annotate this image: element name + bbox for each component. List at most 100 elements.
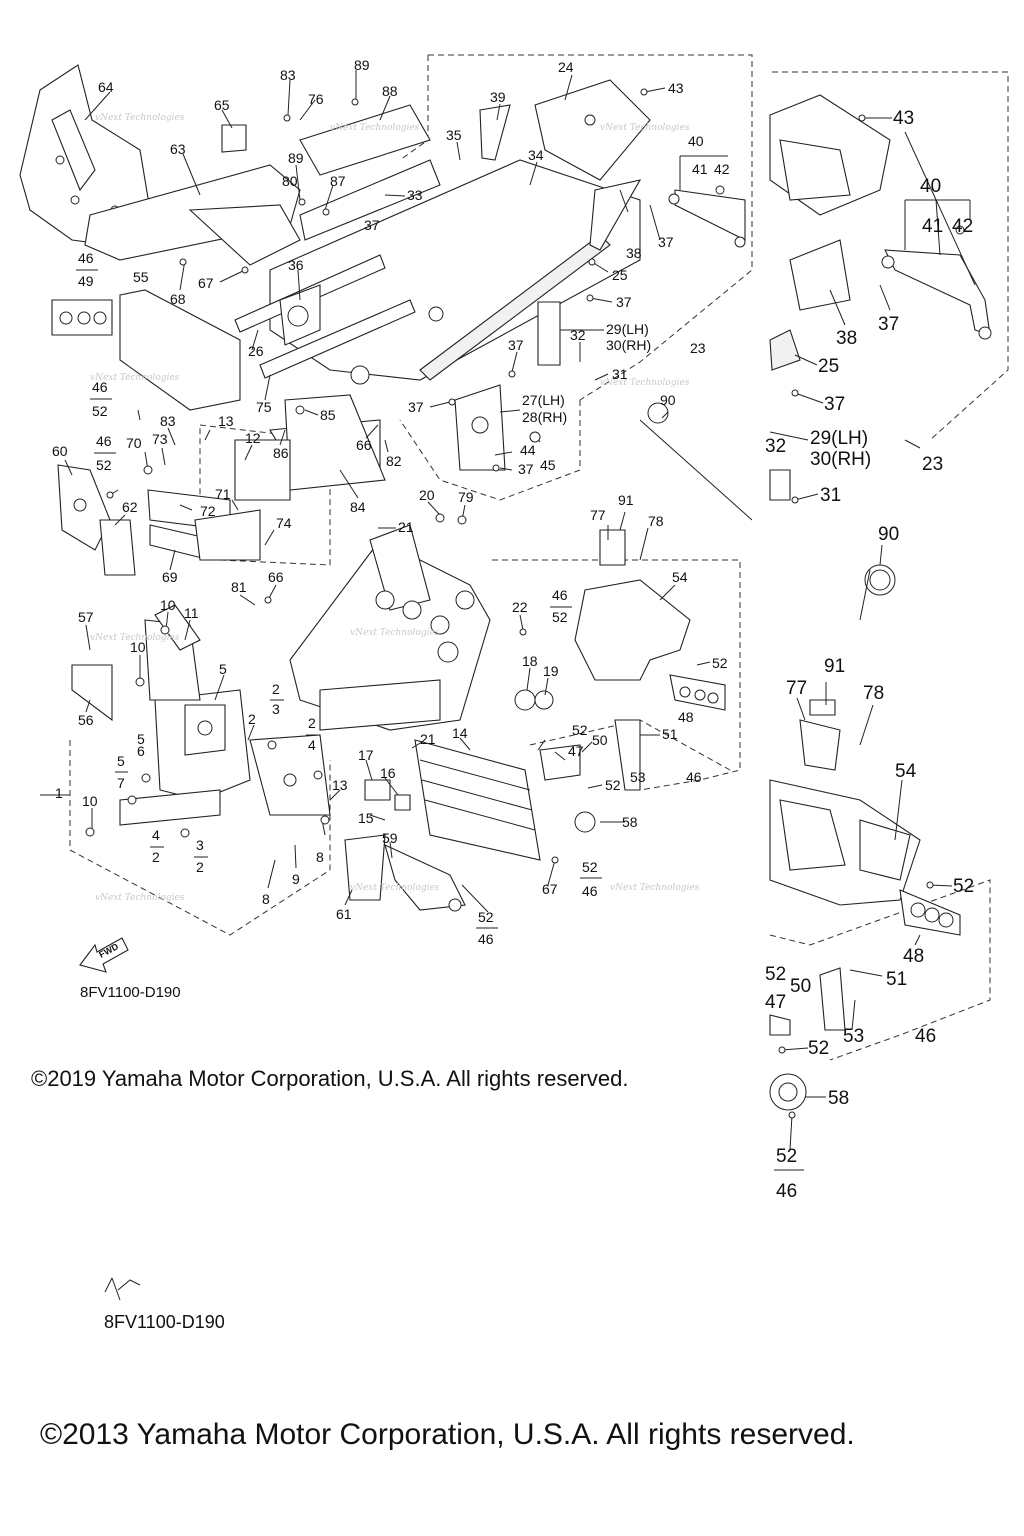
part-label: 2 (272, 681, 280, 697)
part-label: 16 (380, 765, 396, 781)
part-label: 37 (364, 217, 380, 233)
part-label: 37 (658, 234, 674, 250)
part-label: 30(RH) (606, 337, 651, 353)
part-label: 27(LH) (522, 392, 565, 408)
part-label: 55 (133, 269, 149, 285)
part-label: 82 (386, 453, 402, 469)
part-label: 74 (276, 515, 292, 531)
bumper-left (668, 189, 746, 248)
part-label: 52 (808, 1038, 829, 1059)
part-label: 66 (268, 569, 284, 585)
part-label: 37 (616, 294, 632, 310)
watermark-text: vNext Technologies (330, 123, 420, 133)
part-label: 78 (863, 683, 884, 704)
part-label: 54 (895, 761, 917, 782)
part-label: 50 (592, 732, 608, 748)
part-label: 1 (55, 785, 63, 801)
part-label: 64 (98, 79, 114, 95)
part-label: 46 (552, 587, 568, 603)
part-label: 15 (358, 810, 374, 826)
part-label: 38 (836, 328, 857, 349)
part-label: 46 (582, 883, 598, 899)
part-label: 28(RH) (522, 409, 567, 425)
part-label: 52 (953, 876, 974, 897)
part-label: 53 (630, 769, 646, 785)
part-label: 46 (686, 769, 702, 785)
part-label: 10 (160, 597, 176, 613)
part-label: 14 (452, 725, 468, 741)
part-label: 91 (824, 656, 845, 677)
part-label: 91 (618, 492, 634, 508)
part-label: 45 (540, 457, 556, 473)
part-label: 86 (273, 445, 289, 461)
copyright-text: ©2019 Yamaha Motor Corporation, U.S.A. A… (31, 1066, 629, 1091)
part-label: 52 (765, 964, 786, 985)
part-label: 77 (590, 507, 606, 523)
part-label: 37 (408, 399, 424, 415)
part-label: 89 (354, 57, 370, 73)
part-label: 41 (922, 216, 943, 237)
part-label: 13 (332, 777, 348, 793)
part-label: 17 (358, 747, 374, 763)
part-label: 2 (308, 715, 316, 731)
part-label: 60 (52, 443, 68, 459)
part-label: 51 (662, 726, 678, 742)
part-label: 83 (160, 413, 176, 429)
part-label: 84 (350, 499, 366, 515)
part-label: 47 (568, 743, 584, 759)
watermark-text: vNext Technologies (90, 633, 180, 643)
part-label: 50 (790, 976, 811, 997)
part-label: 29(LH) (810, 428, 868, 449)
part-label: 53 (843, 1026, 864, 1047)
part-label: 48 (903, 946, 924, 967)
diagram-code: 8FV1100-D190 (80, 984, 181, 1001)
part-label: 42 (952, 216, 973, 237)
part-label: 11 (184, 605, 199, 621)
part-label: 23 (690, 340, 706, 356)
copyright-text-secondary: ©2013 Yamaha Motor Corporation, U.S.A. A… (40, 1418, 855, 1451)
part-label: 81 (231, 579, 247, 595)
part-label: 58 (828, 1088, 849, 1109)
part-label: 80 (282, 173, 298, 189)
part-label: 76 (308, 91, 324, 107)
part-label: 3 (196, 837, 204, 853)
part-label: 5 (137, 731, 145, 747)
part-label: 56 (78, 712, 94, 728)
watermark-text: vNext Technologies (600, 123, 690, 133)
tunnel-main (234, 79, 651, 501)
part-label: 51 (886, 969, 907, 990)
part-label: 30(RH) (810, 449, 871, 470)
part-label: 46 (78, 250, 94, 266)
part-label: 89 (288, 150, 304, 166)
part-label: 37 (878, 314, 899, 335)
part-label: 62 (122, 499, 138, 515)
watermark-text: vNext Technologies (95, 893, 185, 903)
part-label: 29(LH) (606, 321, 649, 337)
part-label: 68 (170, 291, 186, 307)
part-label: 40 (688, 133, 704, 149)
part-label: 52 (96, 457, 112, 473)
part-label: 87 (330, 173, 346, 189)
part-label: 73 (152, 431, 168, 447)
part-label: 32 (765, 436, 786, 457)
part-label: 48 (678, 709, 694, 725)
part-label: 46 (96, 433, 112, 449)
part-label: 37 (508, 337, 524, 353)
part-label: 12 (245, 430, 261, 446)
part-label: 21 (398, 519, 414, 535)
watermark-text: vNext Technologies (610, 883, 700, 893)
frame-front-left (19, 64, 301, 411)
part-label: 43 (668, 80, 684, 96)
part-label: 2 (248, 711, 256, 727)
part-label: 18 (522, 653, 538, 669)
part-label: 52 (478, 909, 494, 925)
part-label: 3 (272, 701, 280, 717)
part-label: 36 (288, 257, 304, 273)
part-label: 8 (262, 891, 270, 907)
part-label: 2 (196, 859, 204, 875)
part-label: 6 (137, 743, 145, 759)
part-label: 31 (820, 485, 841, 506)
part-label: 90 (660, 392, 676, 408)
part-label: 25 (818, 356, 839, 377)
